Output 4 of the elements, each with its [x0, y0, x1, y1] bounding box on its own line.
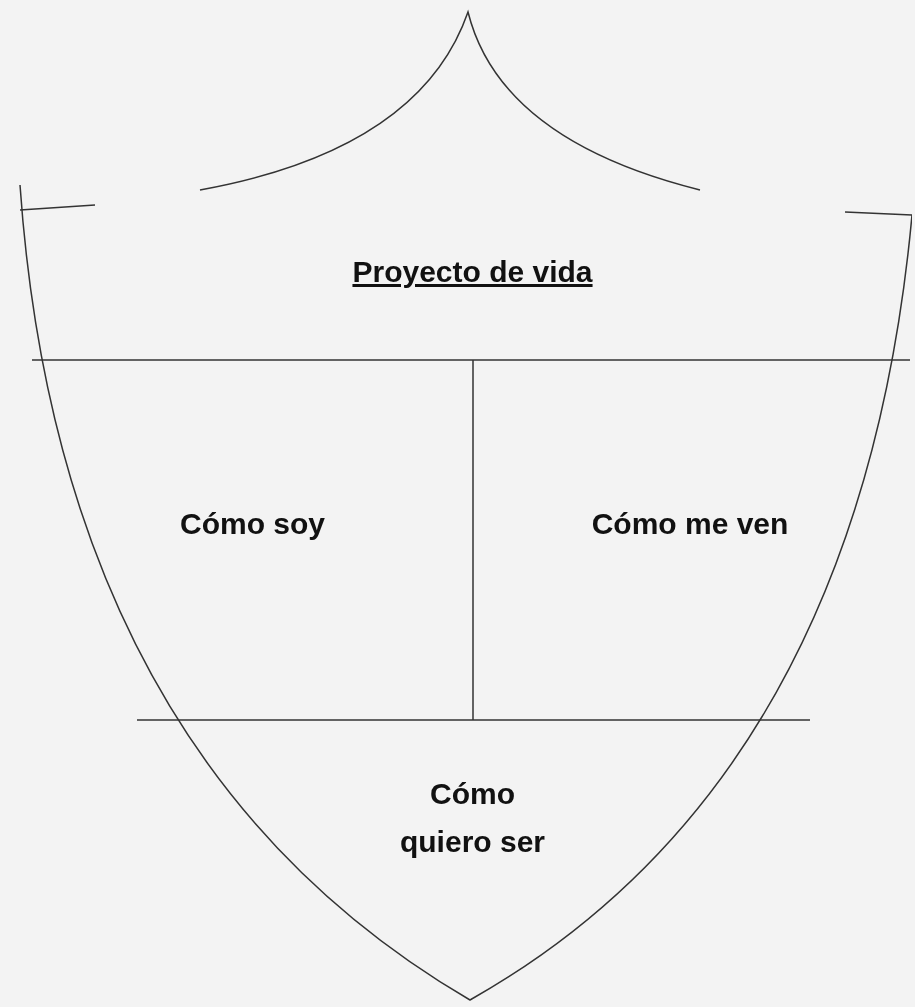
section-label: Cómo me ven: [590, 506, 790, 542]
section-label: Cómo quiero ser: [398, 776, 547, 860]
shield-title: Proyecto de vida: [351, 255, 594, 289]
section-label: Cómo soy: [179, 506, 326, 542]
